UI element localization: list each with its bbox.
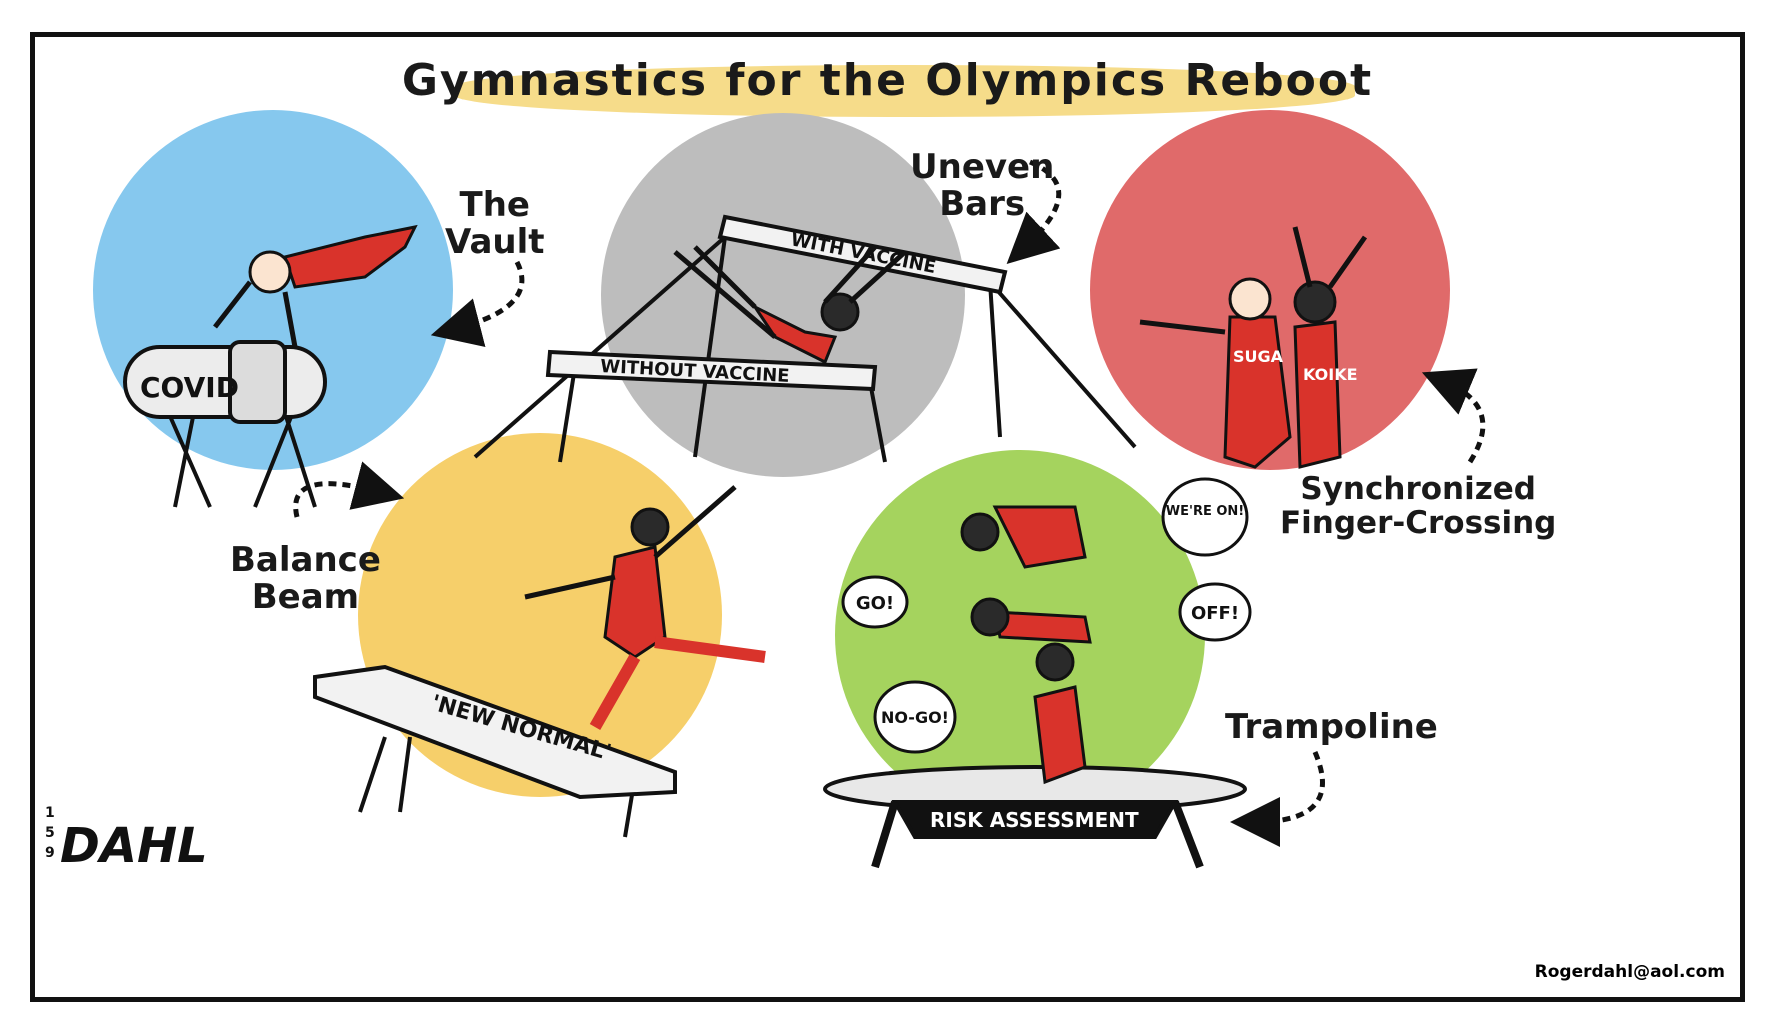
speech-bubble-off: OFF!	[1178, 582, 1252, 642]
vault-prop-text: COVID	[140, 371, 239, 404]
trampoline-icon: RISK ASSESSMENT	[823, 765, 1247, 869]
trampoline-label: Trampoline	[1225, 707, 1438, 747]
sync-name-left: SUGA	[1233, 347, 1284, 366]
signature-icon: 1 5 9 DAHL	[45, 805, 208, 874]
sync-name-right: KOIKE	[1303, 365, 1358, 384]
signature-number-1: 1	[45, 805, 55, 821]
signature-number-3: 9	[45, 845, 55, 861]
trampoline-arrow-icon	[1230, 751, 1325, 847]
svg-text:GO!: GO!	[856, 593, 894, 614]
beam-label: Balance Beam	[230, 540, 381, 618]
sync-arrow-icon	[1421, 368, 1486, 464]
vault-horse-icon: COVID	[123, 340, 327, 508]
sync-gymnasts-icon: SUGA KOIKE	[1139, 226, 1368, 469]
cartoon-title: Gymnastics for the Olympics Reboot	[401, 55, 1374, 106]
vault-gymnast-icon	[213, 224, 418, 348]
sync-label: Synchronized Finger-Crossing	[1280, 471, 1557, 542]
vault-arrow-icon	[430, 260, 525, 347]
speech-bubble-go: GO!	[841, 575, 909, 629]
credit-email: Rogerdahl@aol.com	[1534, 962, 1725, 982]
pointer-arrows	[293, 159, 1486, 847]
trampoline-gymnasts-icon	[960, 505, 1092, 785]
signature-name: DAHL	[60, 818, 208, 874]
signature-number-2: 5	[45, 825, 55, 841]
cartoon-illustration: COVID WITH VACCINE WITHOUT VACCINE	[45, 110, 1486, 874]
trampoline-prop-text: RISK ASSESSMENT	[930, 808, 1139, 832]
sync-circle	[1090, 110, 1450, 470]
beam-arrow-icon	[293, 461, 405, 518]
uneven-bars-icon: WITH VACCINE WITHOUT VACCINE	[473, 214, 1137, 463]
vault-label: The Vault	[445, 185, 545, 263]
svg-text:NO-GO!: NO-GO!	[881, 708, 949, 727]
speech-bubble-were-on: WE'RE ON!	[1161, 477, 1249, 557]
cartoon-frame: Gymnastics for the Olympics Reboot COVID	[30, 32, 1745, 1002]
svg-text:WE'RE ON!: WE'RE ON!	[1166, 504, 1244, 519]
bars-label: Uneven Bars	[910, 147, 1055, 225]
speech-bubble-no-go: NO-GO!	[873, 680, 957, 754]
bars-arrow-icon	[1006, 159, 1062, 264]
title-highlight	[455, 65, 1355, 117]
bars-gymnast-icon	[673, 245, 907, 365]
svg-text:OFF!: OFF!	[1191, 603, 1239, 624]
beam-gymnast-icon	[524, 485, 766, 730]
